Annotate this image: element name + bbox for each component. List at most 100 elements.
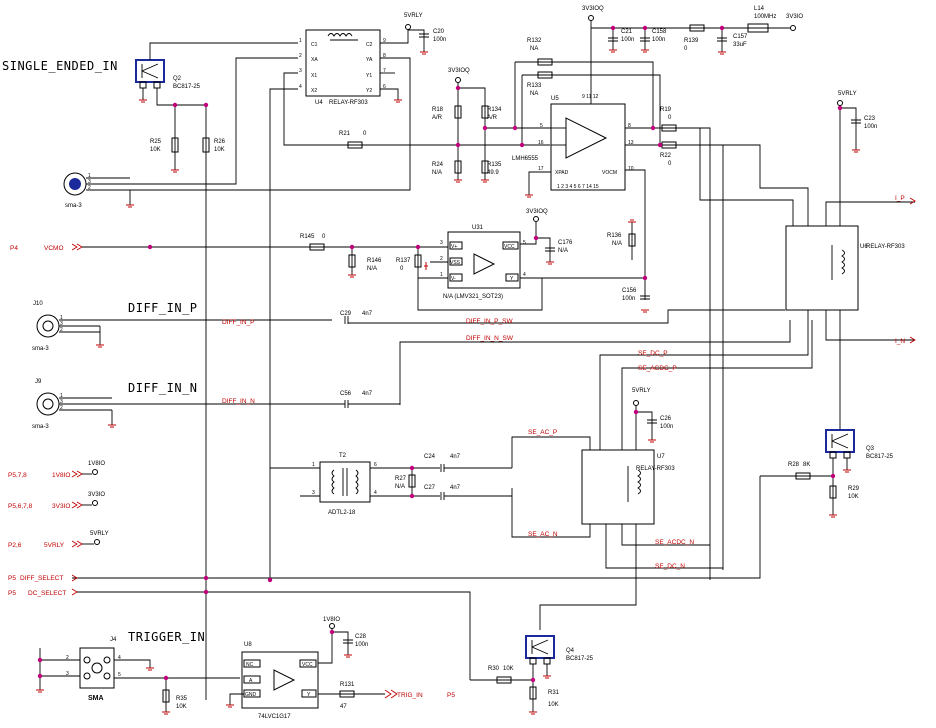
r145-value: 0 (322, 234, 326, 240)
u4-pin-y2: Y2 (366, 88, 372, 94)
r146-value: N/A (367, 266, 377, 272)
v18io-port-label: 1V8IO (52, 472, 70, 479)
r21-value: 0 (363, 131, 367, 137)
r35-value: 10K (176, 704, 187, 710)
svg-text:8: 8 (383, 53, 386, 59)
c24-value: 4n7 (450, 454, 461, 460)
r35-resistor (162, 689, 170, 703)
u6-5vrly-terminal (837, 100, 843, 106)
svg-text:3: 3 (60, 321, 63, 327)
i-p-wire (825, 201, 915, 226)
q2-ref: Q2 (173, 76, 182, 82)
u31-3v3ioq-terminal (533, 216, 539, 222)
vcmo-label: VCMO (44, 245, 64, 252)
u4-relay (305, 29, 381, 97)
c26-value: 100n (660, 424, 673, 430)
u5-top-pins: 9 11 12 (582, 94, 599, 100)
r137-ref: R137 (396, 258, 411, 264)
r135-ref: R135 (487, 162, 502, 168)
r21-resistor (347, 141, 363, 149)
diff-select-wire (72, 476, 761, 579)
net-diff-in-p: DIFF_IN_P (222, 319, 255, 326)
u4-5vrly-terminal (405, 24, 411, 30)
c27-ref: C27 (424, 485, 436, 491)
j4-ground (36, 689, 44, 693)
se-acdc-n-wire (621, 524, 710, 546)
r25-value: 10K (150, 147, 161, 153)
net-diff-in-n: DIFF_IN_N (222, 398, 255, 405)
diff-in-n-title: DIFF_IN_N (128, 381, 198, 395)
r139-ref: R139 (684, 38, 699, 44)
v18io-rail-label: 1V8IO (88, 461, 105, 467)
v33io-port-label: 3V3IO (52, 503, 70, 510)
r135-resistor (481, 160, 489, 174)
q4-base-wire (470, 664, 534, 681)
r28-resistor (795, 472, 811, 480)
u7-relay (581, 449, 655, 525)
single-ended-in-title: SINGLE_ENDED_IN (2, 59, 118, 73)
net-diff-in-p-sw: DIFF_IN_P_SW (466, 318, 513, 325)
svg-text:4: 4 (374, 490, 377, 496)
net-se-acdc-n: SE_ACDC_N (655, 539, 694, 546)
u5-pin-16: 16 (538, 140, 544, 146)
r22-ref: R22 (660, 153, 672, 159)
r29-resistor (829, 485, 837, 499)
u31-pin-4: 4 (523, 272, 526, 278)
u31-ref: U31 (472, 225, 484, 231)
r24-ref: R24 (432, 162, 444, 168)
u4-pin-x1: X1 (311, 73, 317, 79)
j4-value: SMA (88, 695, 104, 702)
svg-text:2: 2 (66, 655, 69, 661)
j10-ground (96, 344, 104, 348)
se-ac-p-wire (511, 436, 591, 468)
u4-x1-wire (283, 72, 550, 146)
r134-ref: R134 (487, 107, 502, 113)
r28-value: 8K (803, 462, 810, 468)
c21-ref: C21 (621, 29, 633, 35)
u7-coil-drive-wire (539, 524, 637, 630)
r30-resistor (496, 676, 512, 684)
u8-buffer (241, 651, 319, 709)
r27-value: N/A (395, 484, 405, 490)
u5-ground (525, 194, 533, 198)
q4-ground (543, 675, 551, 679)
u5-pin-5: 5 (540, 123, 543, 129)
r24-value: N/A (432, 170, 442, 176)
c27-capacitor (440, 492, 445, 500)
u31-pin-2: 2 (440, 256, 443, 262)
c156-ground (641, 309, 649, 313)
q3-transistor (825, 429, 855, 459)
r29-ground (829, 514, 837, 518)
c23-value: 100n (864, 124, 877, 130)
j4-sma-connector (79, 647, 115, 689)
r136-resistor (628, 233, 636, 247)
i-p-label: I_P (895, 195, 905, 202)
r22-out-wire (625, 144, 724, 570)
u8-value: 74LVC1G17 (258, 714, 291, 720)
u6-value: RELAY-RF303 (866, 244, 905, 250)
c23-capacitor (851, 119, 861, 124)
r31-value: 10K (548, 702, 559, 708)
r132-wire (515, 61, 654, 128)
r135-value: 49.9 (487, 170, 499, 176)
c158-value: 100n (652, 37, 665, 43)
c23-wire (840, 107, 857, 150)
u4-coil-wire (380, 30, 409, 44)
svg-text:2: 2 (60, 405, 63, 411)
diff-select-page-ref: P5 (8, 575, 16, 582)
c29-capacitor (344, 316, 349, 324)
u4-ref: U4 (315, 100, 323, 106)
u31-pin-vss: VSS (450, 260, 461, 266)
v18io-page-ref: P5,7,8 (8, 472, 27, 479)
r28-ref: R28 (788, 462, 800, 468)
l14-inductor (747, 23, 769, 33)
net-se-acdc-p: SE_ACDC_P (638, 365, 677, 372)
r35-ref: R35 (176, 696, 188, 702)
l14-ref: L14 (754, 6, 765, 12)
t2-ref: T2 (339, 453, 347, 459)
r136-value: N/A (612, 241, 622, 247)
v5rly-terminal (94, 539, 100, 545)
v33io-rail-label: 3V3IO (88, 492, 105, 498)
u4-value: RELAY-RF303 (329, 100, 368, 106)
r137-value: 0 (400, 266, 404, 272)
